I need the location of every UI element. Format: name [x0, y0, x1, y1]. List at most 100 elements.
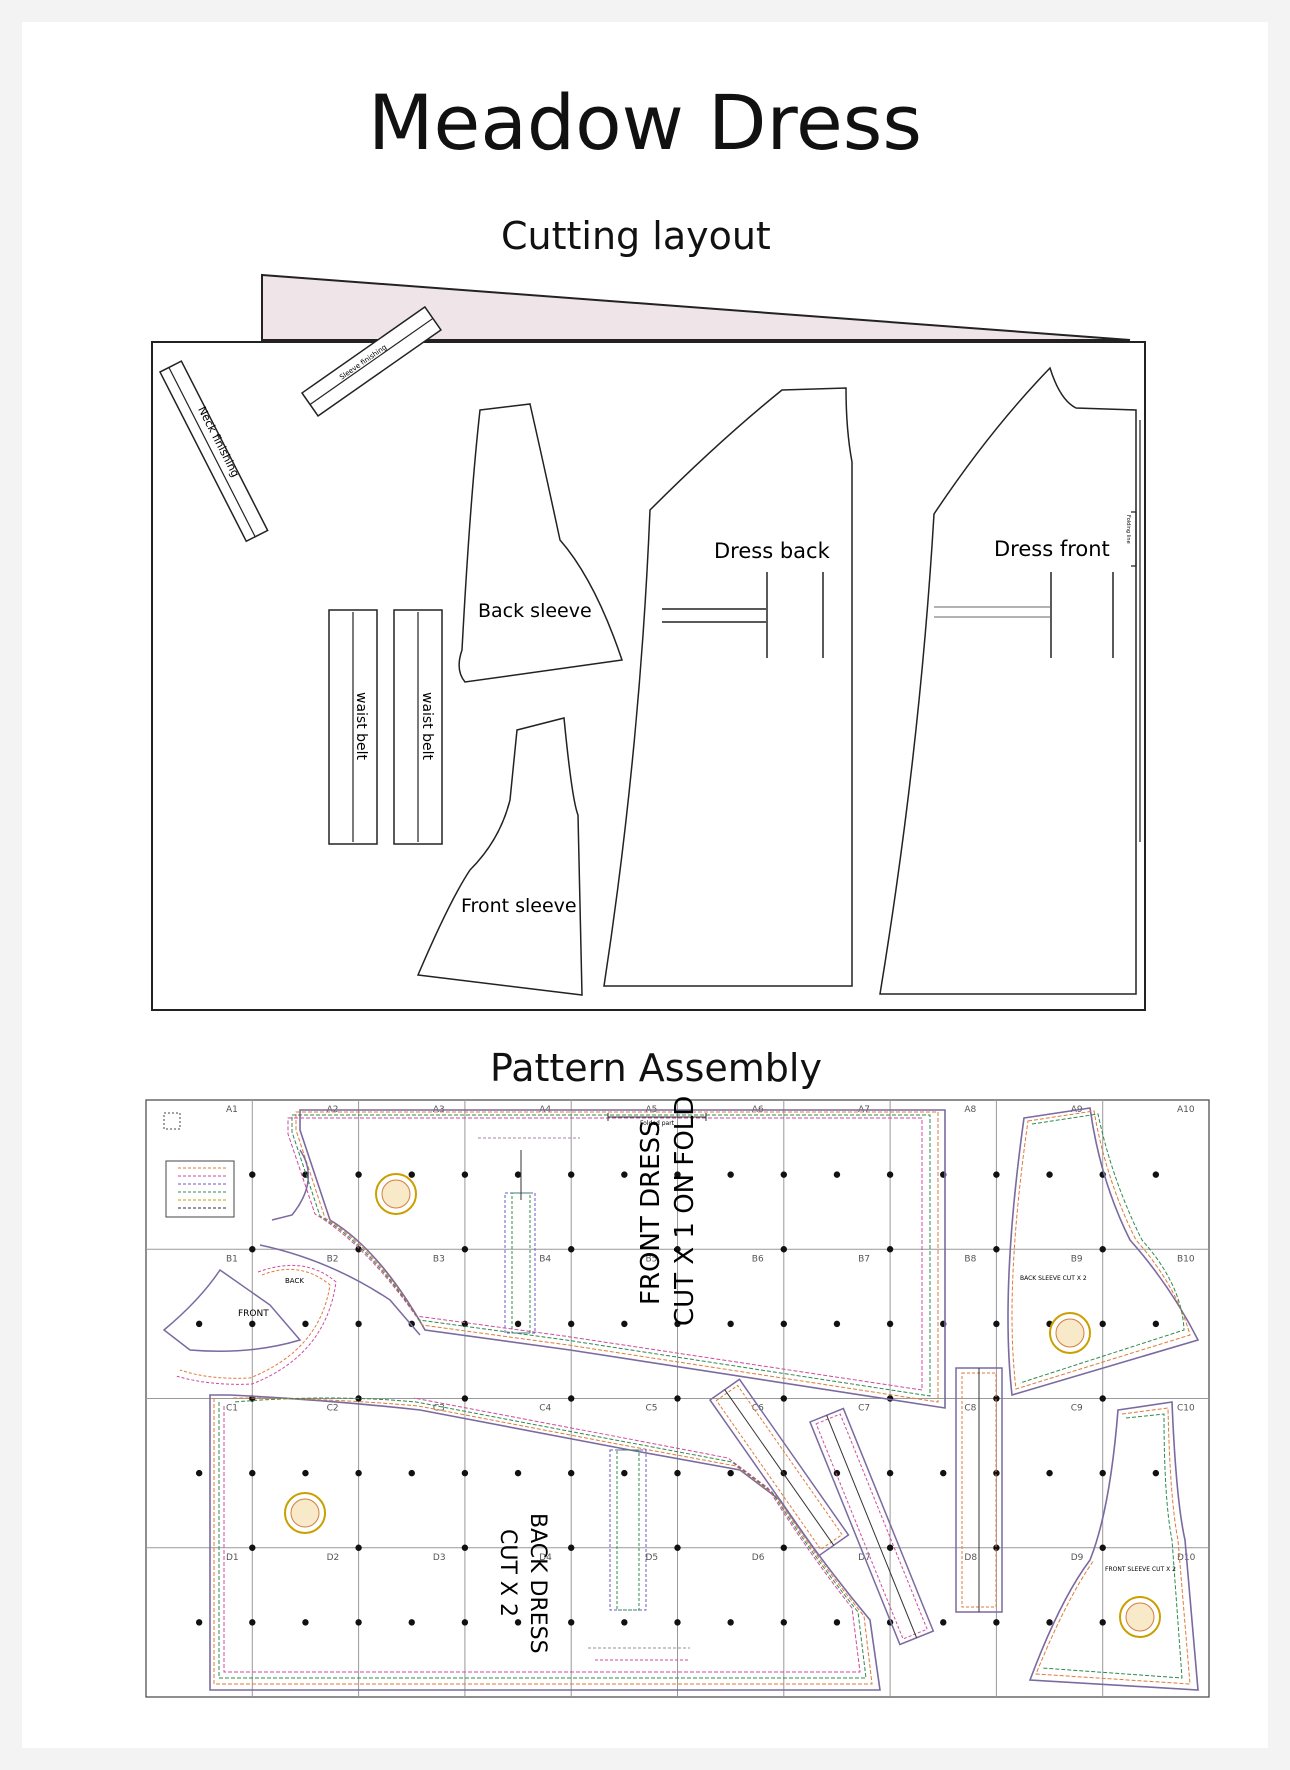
registration-dot: [727, 1469, 734, 1477]
registration-dot: [195, 1619, 203, 1626]
back-dress-pattern: BACK DRESS CUT X 2: [209, 1394, 881, 1691]
registration-dot: [940, 1469, 947, 1477]
folded-part-label: Folded part: [640, 1120, 675, 1127]
dress-back-piece: [603, 387, 853, 987]
tile-label: D1: [226, 1553, 239, 1563]
registration-dot: [461, 1469, 469, 1477]
neck-back-label: BACK: [285, 1277, 304, 1285]
registration-dot: [1152, 1469, 1160, 1477]
registration-dot: [461, 1395, 469, 1402]
tile-label: B3: [433, 1254, 445, 1264]
registration-dot: [886, 1246, 894, 1253]
registration-dot: [355, 1469, 362, 1477]
front-dress-label-line1: FRONT DRESS: [636, 1120, 666, 1305]
folding-line-label: Folding line: [1125, 515, 1131, 544]
registration-dot: [408, 1469, 415, 1477]
registration-dot: [674, 1469, 681, 1477]
registration-dot: [355, 1171, 362, 1178]
back-sleeve-pattern: BACK SLEEVE CUT X 2: [1007, 1107, 1200, 1397]
tile-label: C8: [964, 1404, 976, 1414]
registration-dot: [1099, 1246, 1106, 1253]
registration-dot: [621, 1171, 628, 1178]
dress-front-label: Dress front: [994, 537, 1110, 561]
registration-dot: [568, 1469, 575, 1477]
sleeve-finishing-strip: [708, 1378, 850, 1557]
registration-dot: [780, 1320, 787, 1328]
tile-label: C2: [327, 1404, 339, 1414]
front-sleeve-pattern-label: FRONT SLEEVE CUT X 2: [1105, 1566, 1176, 1573]
registration-dot: [833, 1171, 841, 1178]
tile-label: D8: [964, 1553, 977, 1563]
registration-dot: [621, 1469, 628, 1477]
registration-dot: [993, 1619, 1000, 1626]
registration-dot: [568, 1619, 575, 1626]
registration-dot: [1152, 1171, 1160, 1178]
registration-dot: [1046, 1619, 1053, 1626]
registration-dot: [514, 1469, 522, 1477]
registration-dot: [674, 1246, 681, 1253]
registration-dot: [1099, 1619, 1106, 1626]
registration-dot: [833, 1469, 841, 1477]
registration-dot: [249, 1619, 256, 1626]
back-sleeve-piece: [458, 403, 623, 683]
tile-label: B10: [1177, 1254, 1195, 1264]
registration-dot: [249, 1320, 256, 1328]
registration-dot: [355, 1619, 362, 1626]
tile-label: A1: [226, 1105, 238, 1115]
registration-dot: [993, 1320, 1000, 1328]
tile-label: A10: [1177, 1105, 1195, 1115]
registration-dot: [727, 1171, 734, 1178]
tile-label: D6: [752, 1553, 765, 1563]
tile-label: C6: [752, 1404, 764, 1414]
registration-dot: [621, 1619, 628, 1626]
back-sleeve-pattern-label: BACK SLEEVE CUT X 2: [1020, 1275, 1087, 1282]
registration-dot: [568, 1395, 575, 1402]
front-sleeve-piece: [416, 717, 583, 996]
registration-dot: [355, 1246, 362, 1253]
registration-dot: [355, 1544, 362, 1551]
tile-label: B2: [327, 1254, 339, 1264]
registration-dot: [461, 1246, 469, 1253]
tile-label: B7: [858, 1254, 870, 1264]
registration-dot: [674, 1544, 681, 1551]
registration-dot: [727, 1619, 734, 1626]
waist-belt-label-1: waist belt: [353, 692, 369, 761]
neck-front-label: FRONT: [238, 1309, 269, 1319]
tile-label: B6: [752, 1254, 764, 1264]
registration-dot: [886, 1320, 894, 1328]
registration-dot: [514, 1619, 522, 1626]
registration-dot: [674, 1171, 681, 1178]
registration-dot: [302, 1619, 309, 1626]
registration-dot: [195, 1469, 203, 1477]
registration-dot: [408, 1619, 415, 1626]
registration-dot: [833, 1320, 841, 1328]
tile-label: A8: [964, 1105, 976, 1115]
registration-dot: [886, 1544, 894, 1551]
back-dress-label-line1: BACK DRESS: [525, 1513, 550, 1654]
front-sleeve-label: Front sleeve: [461, 895, 577, 917]
registration-dot: [940, 1619, 947, 1626]
registration-dot: [568, 1544, 575, 1551]
registration-dot: [780, 1246, 787, 1253]
front-dress-pattern: Folded part FRONT DRESS CUT X 1 ON FOLD: [259, 1096, 946, 1409]
registration-dot: [249, 1544, 256, 1551]
registration-dot: [355, 1320, 362, 1328]
waist-belt-piece-2: waist belt: [393, 609, 443, 845]
tile-label: D5: [646, 1553, 659, 1563]
registration-dot: [780, 1619, 787, 1626]
tile-label: D4: [539, 1553, 552, 1563]
registration-dot: [1099, 1469, 1106, 1477]
registration-dot: [568, 1320, 575, 1328]
pattern-assembly-heading: Pattern Assembly: [490, 1046, 822, 1090]
registration-dot: [461, 1544, 469, 1551]
registration-dot: [993, 1246, 1000, 1253]
tile-label: C7: [858, 1404, 870, 1414]
registration-dot: [1099, 1320, 1106, 1328]
tile-label: C3: [433, 1404, 445, 1414]
tile-label: B1: [226, 1254, 238, 1264]
registration-dot: [1099, 1395, 1106, 1402]
tile-label: B4: [539, 1254, 551, 1264]
registration-dot: [833, 1619, 841, 1626]
neck-finishing-strip: [809, 1407, 935, 1646]
